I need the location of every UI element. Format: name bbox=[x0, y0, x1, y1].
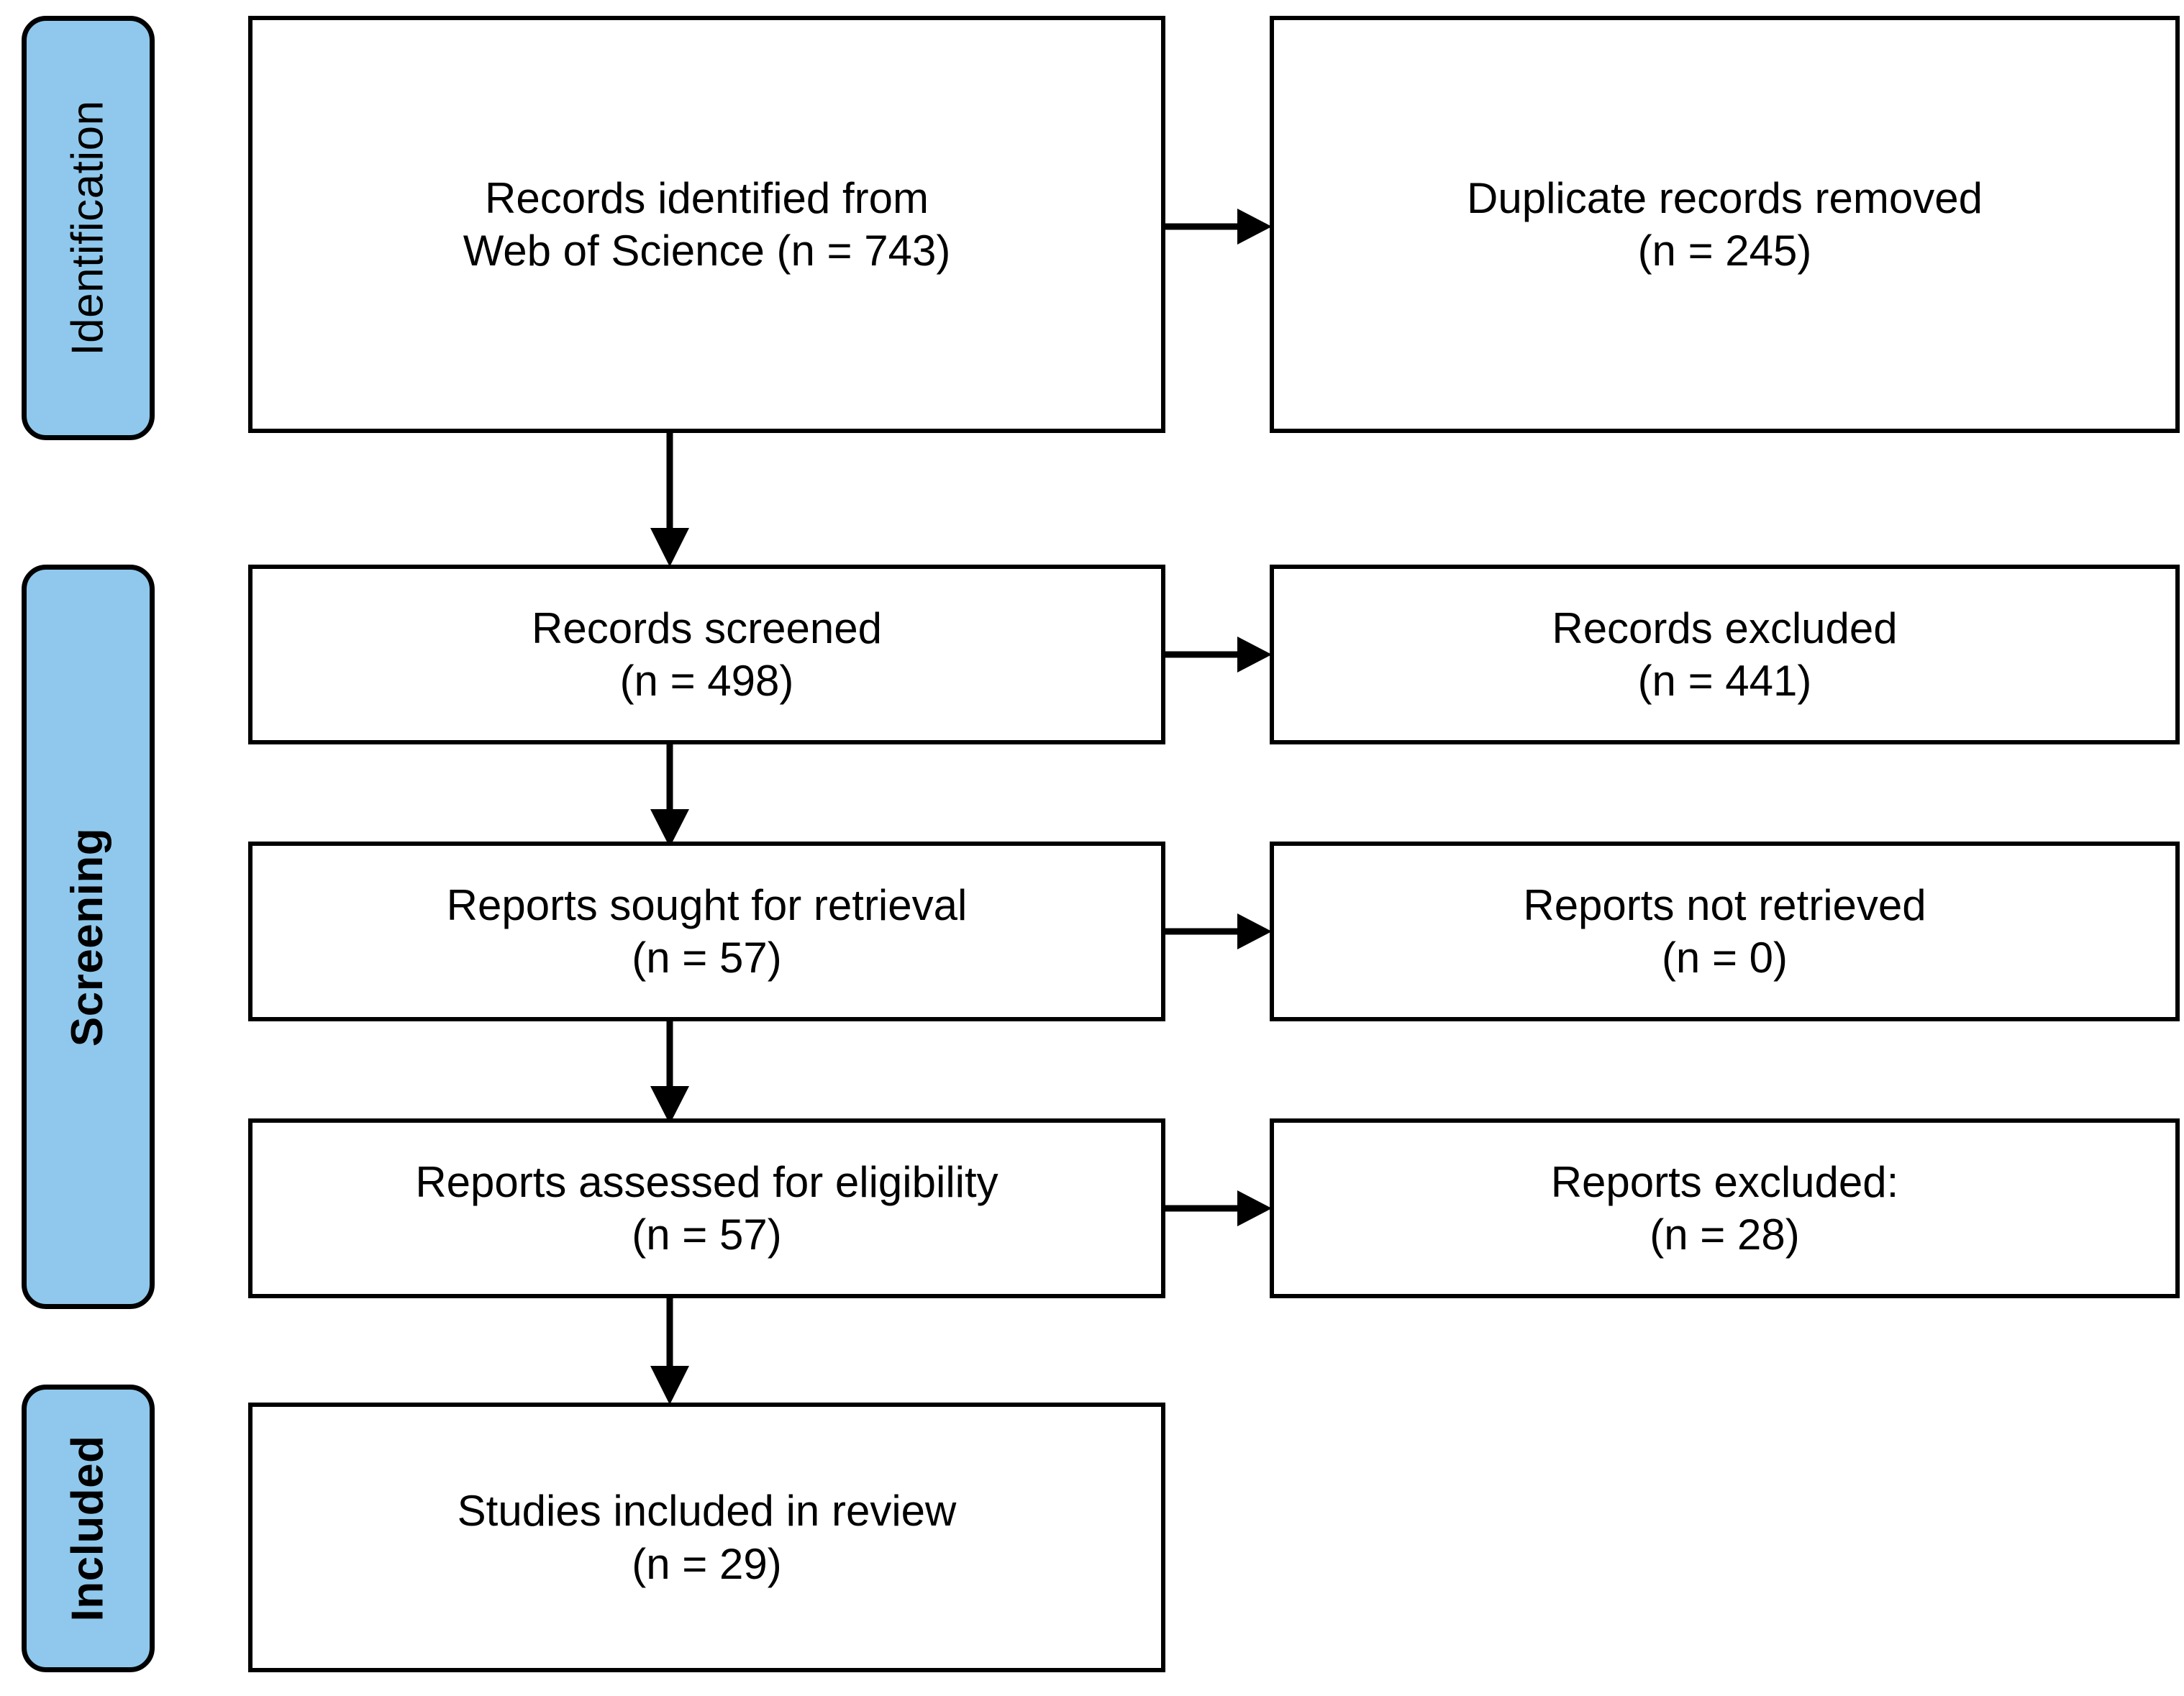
box-reports-assessed-line2: (n = 57) bbox=[632, 1211, 782, 1259]
stage-label-included-text: Included bbox=[63, 1435, 113, 1622]
box-studies-included: Studies included in review (n = 29) bbox=[248, 1403, 1165, 1672]
arrow-screened-to-excluded bbox=[1165, 629, 1272, 680]
stage-label-screening: Screening bbox=[22, 565, 155, 1309]
box-reports-sought-line1: Reports sought for retrieval bbox=[446, 880, 968, 929]
box-reports-not-retrieved-line1: Reports not retrieved bbox=[1523, 880, 1926, 929]
box-records-identified: Records identified from Web of Science (… bbox=[248, 16, 1165, 433]
box-duplicates-removed: Duplicate records removed (n = 245) bbox=[1270, 16, 2180, 433]
box-reports-excluded: Reports excluded: (n = 28) bbox=[1270, 1118, 2180, 1298]
box-records-excluded: Records excluded (n = 441) bbox=[1270, 565, 2180, 744]
box-reports-sought-line2: (n = 57) bbox=[632, 934, 782, 982]
box-records-excluded-text: Records excluded (n = 441) bbox=[1533, 602, 1916, 707]
box-reports-assessed-line1: Reports assessed for eligibility bbox=[415, 1157, 998, 1206]
box-reports-assessed: Reports assessed for eligibility (n = 57… bbox=[248, 1118, 1165, 1298]
box-studies-included-line2: (n = 29) bbox=[632, 1539, 782, 1588]
arrow-screened-to-sought bbox=[644, 743, 696, 847]
box-reports-not-retrieved-text: Reports not retrieved (n = 0) bbox=[1504, 879, 1944, 984]
arrow-assessed-to-included bbox=[644, 1297, 696, 1405]
box-records-excluded-line1: Records excluded bbox=[1552, 603, 1898, 652]
stage-label-identification-text: Identification bbox=[63, 100, 113, 356]
stage-label-screening-text: Screening bbox=[63, 827, 113, 1047]
box-records-screened-text: Records screened (n = 498) bbox=[513, 602, 901, 707]
box-reports-sought-text: Reports sought for retrieval (n = 57) bbox=[428, 879, 986, 984]
stage-label-identification: Identification bbox=[22, 16, 155, 440]
arrow-sought-to-not-retrieved bbox=[1165, 906, 1272, 957]
box-reports-excluded-text: Reports excluded: (n = 28) bbox=[1532, 1156, 1918, 1261]
box-records-screened: Records screened (n = 498) bbox=[248, 565, 1165, 744]
box-reports-assessed-text: Reports assessed for eligibility (n = 57… bbox=[396, 1156, 1016, 1261]
stage-label-included: Included bbox=[22, 1385, 155, 1672]
box-duplicates-removed-line1: Duplicate records removed bbox=[1467, 173, 1983, 222]
box-studies-included-line1: Studies included in review bbox=[457, 1487, 957, 1536]
box-records-screened-line2: (n = 498) bbox=[619, 657, 794, 705]
box-records-identified-line1: Records identified from bbox=[485, 173, 929, 222]
box-records-identified-line2: Web of Science (n = 743) bbox=[463, 227, 951, 275]
box-records-excluded-line2: (n = 441) bbox=[1637, 657, 1812, 705]
arrow-sought-to-assessed bbox=[644, 1020, 696, 1124]
box-duplicates-removed-text: Duplicate records removed (n = 245) bbox=[1448, 172, 2001, 277]
box-reports-not-retrieved: Reports not retrieved (n = 0) bbox=[1270, 842, 2180, 1021]
box-reports-excluded-line1: Reports excluded: bbox=[1550, 1157, 1899, 1206]
box-records-identified-text: Records identified from Web of Science (… bbox=[445, 172, 970, 277]
arrow-identified-to-screened bbox=[644, 432, 696, 567]
box-duplicates-removed-line2: (n = 245) bbox=[1637, 227, 1812, 275]
arrow-assessed-to-excluded bbox=[1165, 1183, 1272, 1234]
box-reports-sought: Reports sought for retrieval (n = 57) bbox=[248, 842, 1165, 1021]
box-reports-excluded-line2: (n = 28) bbox=[1650, 1211, 1800, 1259]
box-records-screened-line1: Records screened bbox=[532, 603, 882, 652]
box-reports-not-retrieved-line2: (n = 0) bbox=[1661, 934, 1788, 982]
arrow-identified-to-duplicates bbox=[1165, 201, 1272, 252]
box-studies-included-text: Studies included in review (n = 29) bbox=[439, 1485, 975, 1590]
